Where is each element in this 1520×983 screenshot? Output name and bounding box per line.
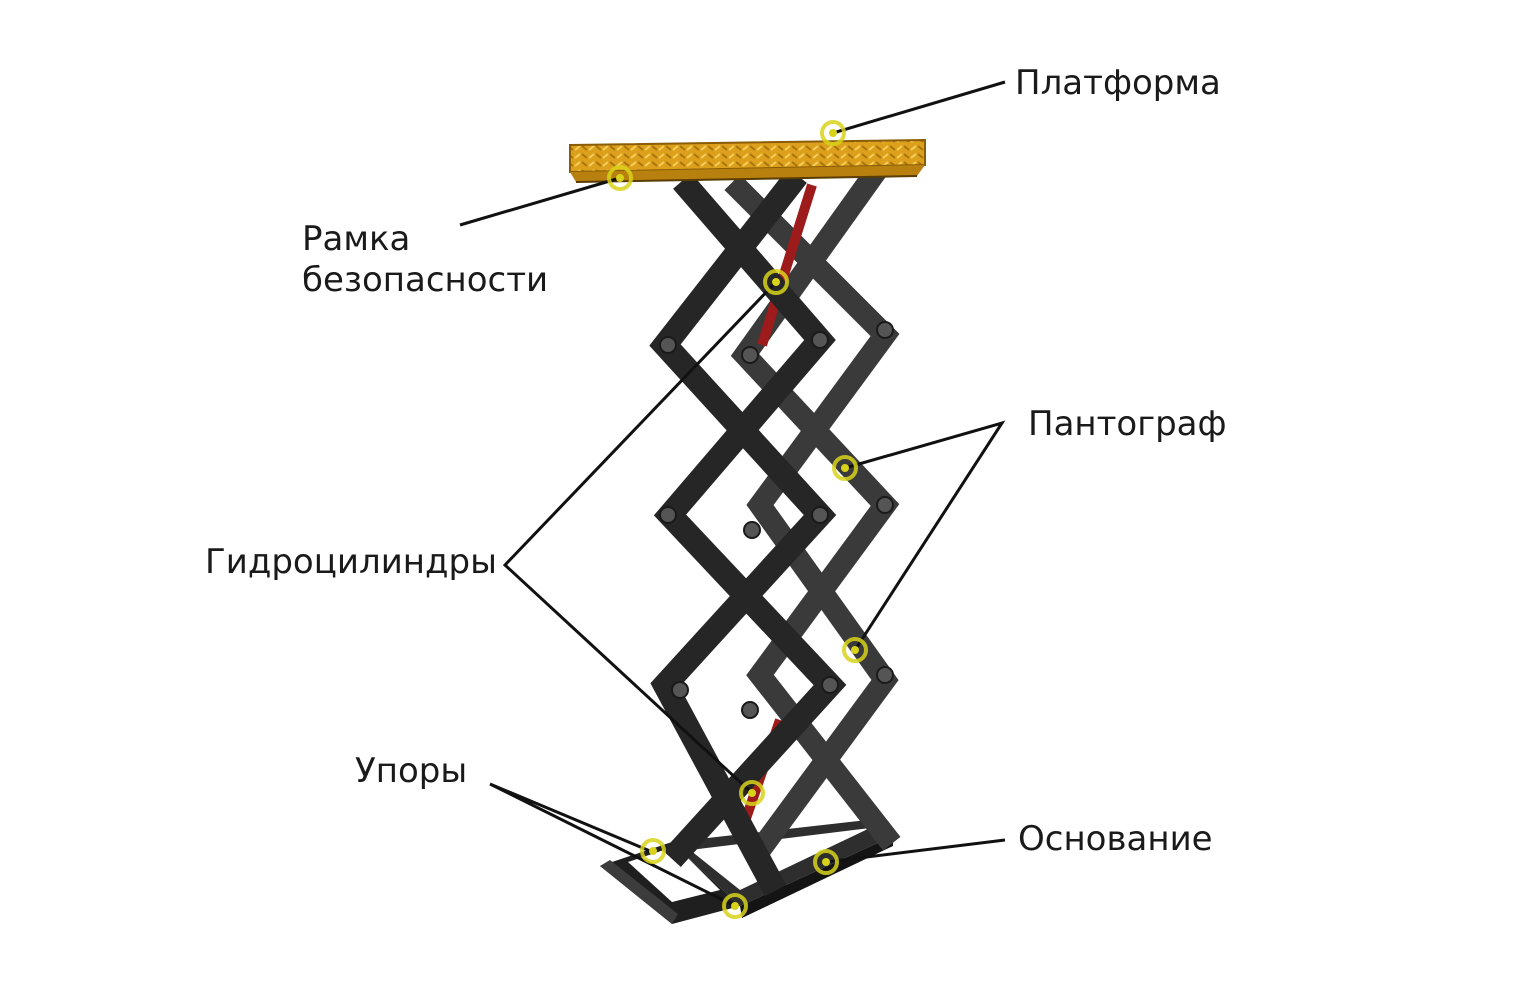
marker-base xyxy=(813,849,839,875)
callout-markers xyxy=(607,120,868,919)
label-safety-frame-line2: безопасности xyxy=(302,260,548,300)
label-safety-frame-line1: Рамка xyxy=(302,219,410,259)
label-pantograph: Пантограф xyxy=(1028,404,1227,444)
label-base: Основание xyxy=(1018,819,1213,859)
marker-platform xyxy=(820,120,846,146)
base-frame xyxy=(600,818,893,924)
leader-lines xyxy=(459,80,1006,908)
marker-stop-1 xyxy=(640,838,666,864)
marker-cylinder-bottom xyxy=(739,780,765,806)
marker-stop-2 xyxy=(722,893,748,919)
label-stops: Упоры xyxy=(355,751,467,791)
marker-pantograph-2 xyxy=(842,637,868,663)
label-platform: Платформа xyxy=(1015,63,1221,103)
marker-pantograph-1 xyxy=(832,455,858,481)
marker-safety-frame xyxy=(607,165,633,191)
label-cylinders: Гидроцилиндры xyxy=(205,542,497,582)
platform xyxy=(569,138,926,183)
marker-cylinder-top xyxy=(763,269,789,295)
pivot-pins xyxy=(659,321,894,719)
